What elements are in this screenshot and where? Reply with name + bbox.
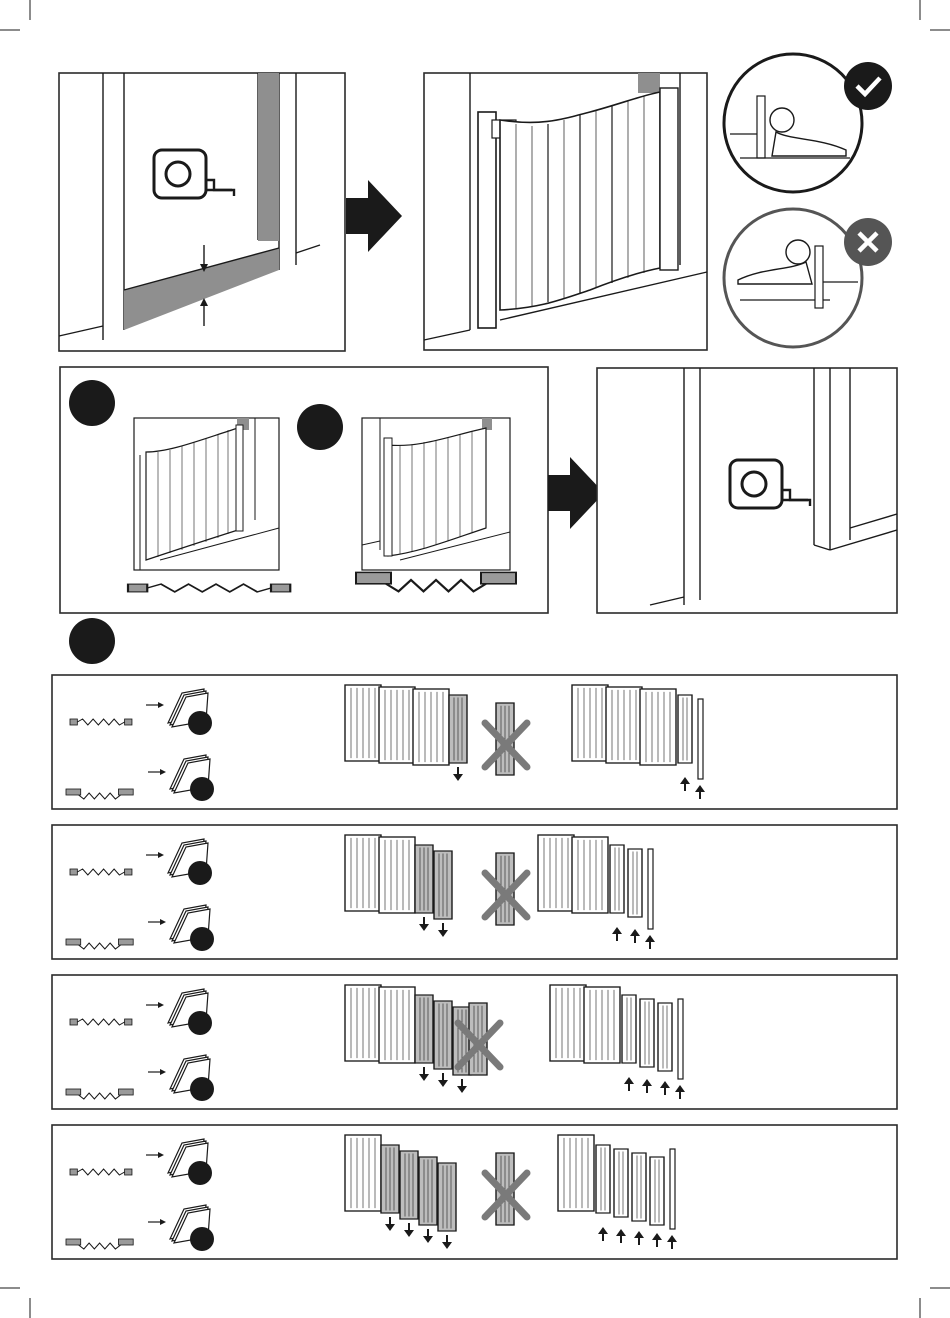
gate-panel-icon <box>449 695 467 763</box>
panel-removal-row <box>52 675 897 809</box>
gate-panel-icon <box>379 837 415 913</box>
panel-removal-row <box>52 825 897 959</box>
gate-end-post <box>648 849 653 929</box>
gate-panel-icon <box>614 1149 628 1217</box>
gate-panel-icon <box>632 1153 646 1221</box>
step-dot-c <box>69 618 115 664</box>
gate-panel-icon <box>415 845 433 913</box>
gate-panel-icon <box>640 999 654 1067</box>
gate-panel-icon <box>628 849 642 917</box>
gate-panel-icon <box>678 695 692 763</box>
big-arrow-icon <box>548 457 604 529</box>
gate-panel-icon <box>558 1135 594 1211</box>
gate-panel-icon <box>345 685 381 761</box>
gate-panel-icon <box>538 835 574 911</box>
gate-panel-icon <box>584 987 620 1063</box>
step-dot-b <box>297 404 343 450</box>
baby-safe-side-illustration <box>724 54 892 192</box>
gate-panel-icon <box>438 1163 456 1231</box>
panel-removal-row <box>52 1125 897 1259</box>
gate-panel-icon <box>606 687 642 763</box>
gate-panel-icon <box>413 689 449 765</box>
gate-panel-icon <box>650 1157 664 1225</box>
doorway-measure-panel <box>59 73 345 351</box>
big-arrow-icon <box>346 180 402 252</box>
gate-panel-icon <box>550 985 586 1061</box>
gate-panel-icon <box>379 687 415 763</box>
gate-panel-icon <box>345 835 381 911</box>
step-dot-a <box>69 380 115 426</box>
gate-panel-icon <box>345 1135 381 1211</box>
gate-panel-icon <box>622 995 636 1063</box>
gate-panel-icon <box>658 1003 672 1071</box>
panel-removal-row <box>52 975 897 1109</box>
baby-unsafe-side-illustration <box>724 209 892 347</box>
gate-panel-icon <box>640 689 676 765</box>
gate-panel-icon <box>572 837 608 913</box>
gate-panel-icon <box>400 1151 418 1219</box>
gate-panel-icon <box>596 1145 610 1213</box>
gate-panel-icon <box>415 995 433 1063</box>
gate-panel-icon <box>381 1145 399 1213</box>
gate-panel-icon <box>434 851 452 919</box>
gate-panel-icon <box>419 1157 437 1225</box>
gate-panel-icon <box>610 845 624 913</box>
gate-end-post <box>678 999 683 1079</box>
gate-end-post <box>670 1149 675 1229</box>
gate-end-post <box>698 699 703 779</box>
spring-options-panel <box>60 367 548 613</box>
gate-panel-icon <box>379 987 415 1063</box>
gate-panel-icon <box>345 985 381 1061</box>
check-badge <box>844 62 892 110</box>
gate-panel-icon <box>572 685 608 761</box>
installed-gate-panel <box>424 73 707 350</box>
gate-panel-icon <box>434 1001 452 1069</box>
doorway-measure-panel <box>597 368 897 613</box>
